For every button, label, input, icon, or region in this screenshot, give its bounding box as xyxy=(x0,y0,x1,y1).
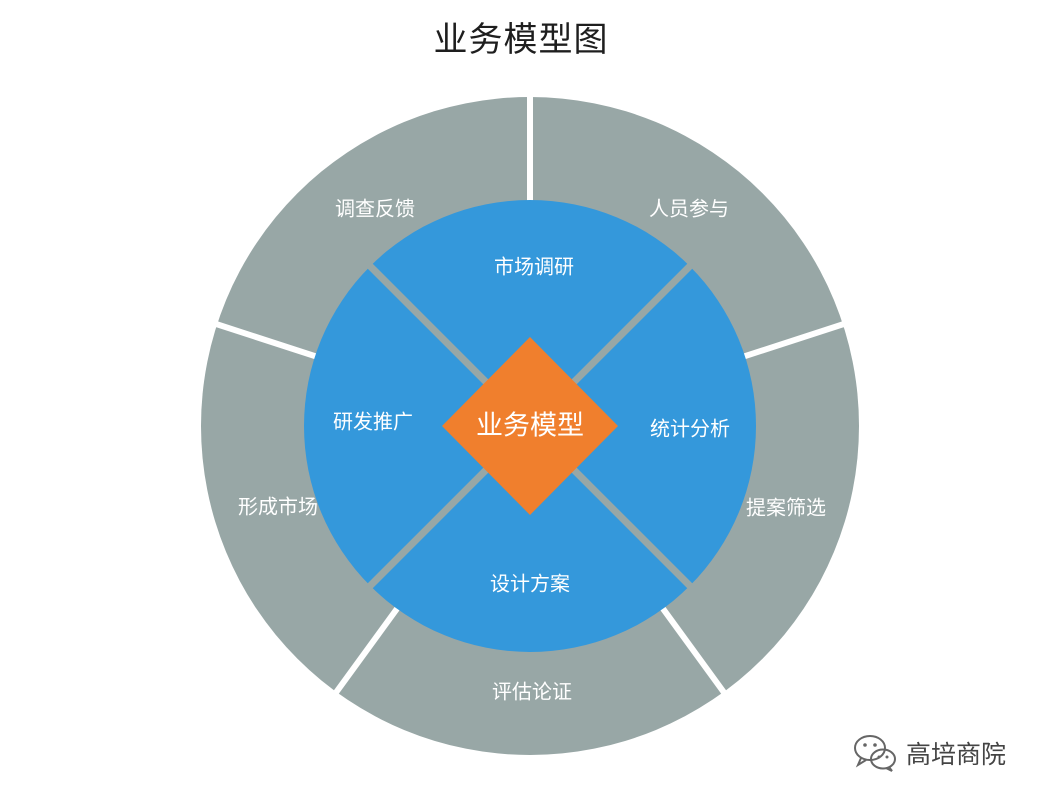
diagram-title: 业务模型图 xyxy=(433,20,609,60)
center-label: 业务模型 xyxy=(476,411,584,442)
inner-label-market-research: 市场调研 xyxy=(494,255,574,279)
inner-label-rd-promotion: 研发推广 xyxy=(333,410,413,434)
watermark-text: 高培商院 xyxy=(906,740,1007,769)
outer-label-proposal-screening: 提案筛选 xyxy=(746,496,826,520)
outer-label-staff-participation: 人员参与 xyxy=(649,197,729,221)
inner-label-design-plan: 设计方案 xyxy=(490,572,570,596)
outer-label-form-market: 形成市场 xyxy=(238,495,318,519)
outer-label-evaluation: 评估论证 xyxy=(492,680,572,704)
center-diamond xyxy=(442,337,618,515)
inner-label-statistical-analysis: 统计分析 xyxy=(650,417,730,441)
wechat-icon xyxy=(854,735,896,772)
watermark: 高培商院 xyxy=(852,733,1006,773)
outer-label-survey-feedback: 调查反馈 xyxy=(335,197,415,221)
